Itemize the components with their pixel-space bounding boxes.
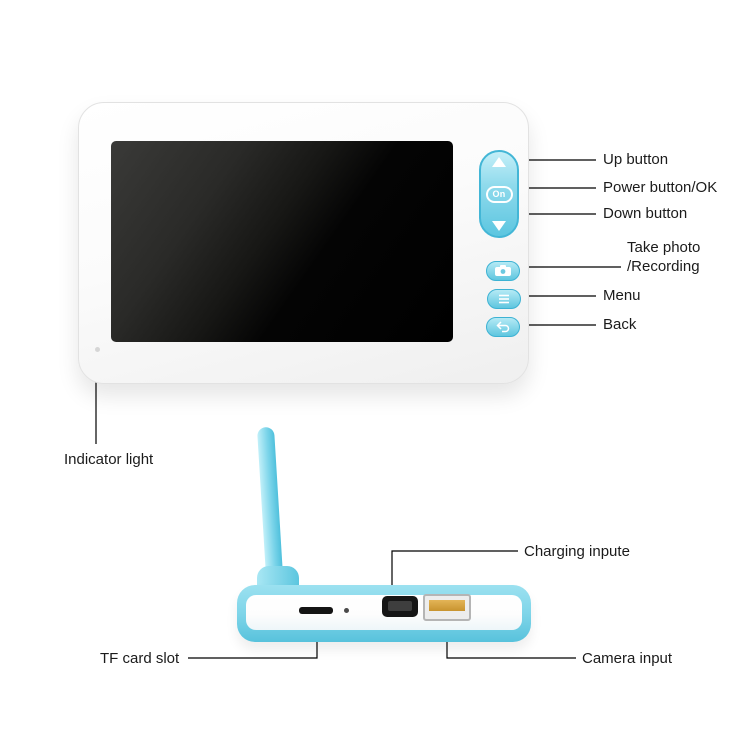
back-button: [486, 317, 520, 337]
monitor-screen: [111, 141, 453, 342]
camera-icon: [495, 265, 511, 276]
camera-usb-port: [423, 594, 471, 621]
label-down-button: Down button: [603, 205, 688, 222]
label-back: Back: [603, 316, 637, 333]
charging-port-inner: [388, 601, 412, 611]
usb-tongue: [429, 600, 465, 611]
power-button: On: [485, 185, 513, 203]
menu-icon: [499, 294, 509, 304]
pin-hole: [344, 608, 349, 613]
label-camera-input: Camera input: [582, 650, 673, 667]
label-take-photo: Take photo: [627, 239, 701, 256]
charging-port: [382, 596, 418, 617]
label-recording: /Recording: [627, 258, 700, 275]
label-up-button: Up button: [603, 151, 669, 168]
monitor-device: [78, 102, 529, 384]
photo-button: [486, 261, 520, 281]
tf-card-slot: [299, 607, 333, 614]
power-button-label: On: [492, 189, 506, 199]
label-indicator-light: Indicator light: [64, 451, 154, 468]
base-unit: [237, 585, 531, 642]
back-arrow-icon: [496, 321, 510, 333]
down-arrow-icon: [492, 221, 506, 231]
label-menu: Menu: [603, 287, 641, 304]
nav-button-cluster: On: [479, 150, 519, 238]
label-tf-card-slot: TF card slot: [100, 650, 180, 667]
label-charging-input: Charging inpute: [524, 543, 630, 560]
up-arrow-icon: [492, 157, 506, 167]
indicator-light-dot: [95, 347, 100, 352]
menu-button: [487, 289, 521, 309]
label-power-button: Power button/OK: [603, 179, 718, 196]
